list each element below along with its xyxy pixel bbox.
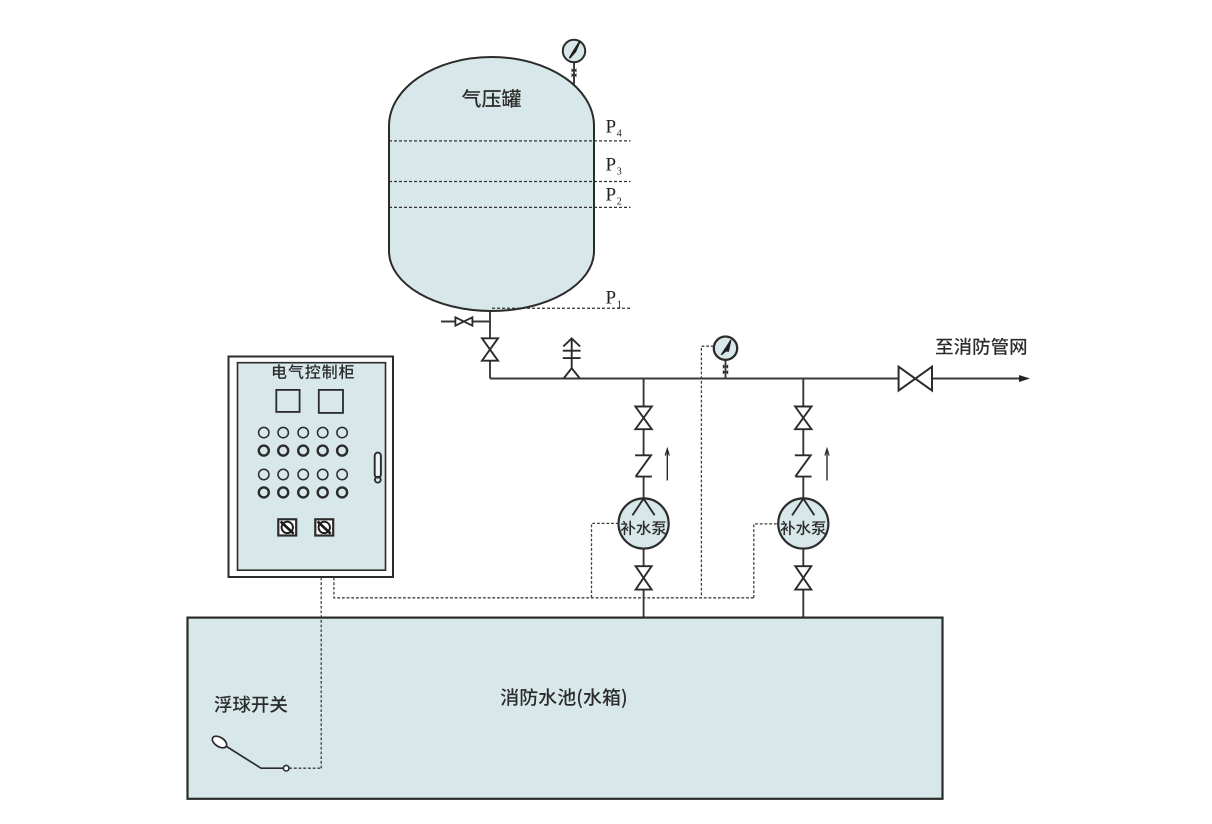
svg-text:P: P bbox=[606, 287, 617, 308]
svg-text:P: P bbox=[606, 117, 617, 138]
svg-text:P: P bbox=[606, 185, 617, 206]
svg-text:P: P bbox=[606, 155, 617, 176]
svg-text:3: 3 bbox=[617, 167, 622, 178]
svg-text:1: 1 bbox=[617, 299, 622, 310]
svg-text:2: 2 bbox=[617, 197, 622, 208]
svg-text:4: 4 bbox=[617, 129, 622, 140]
